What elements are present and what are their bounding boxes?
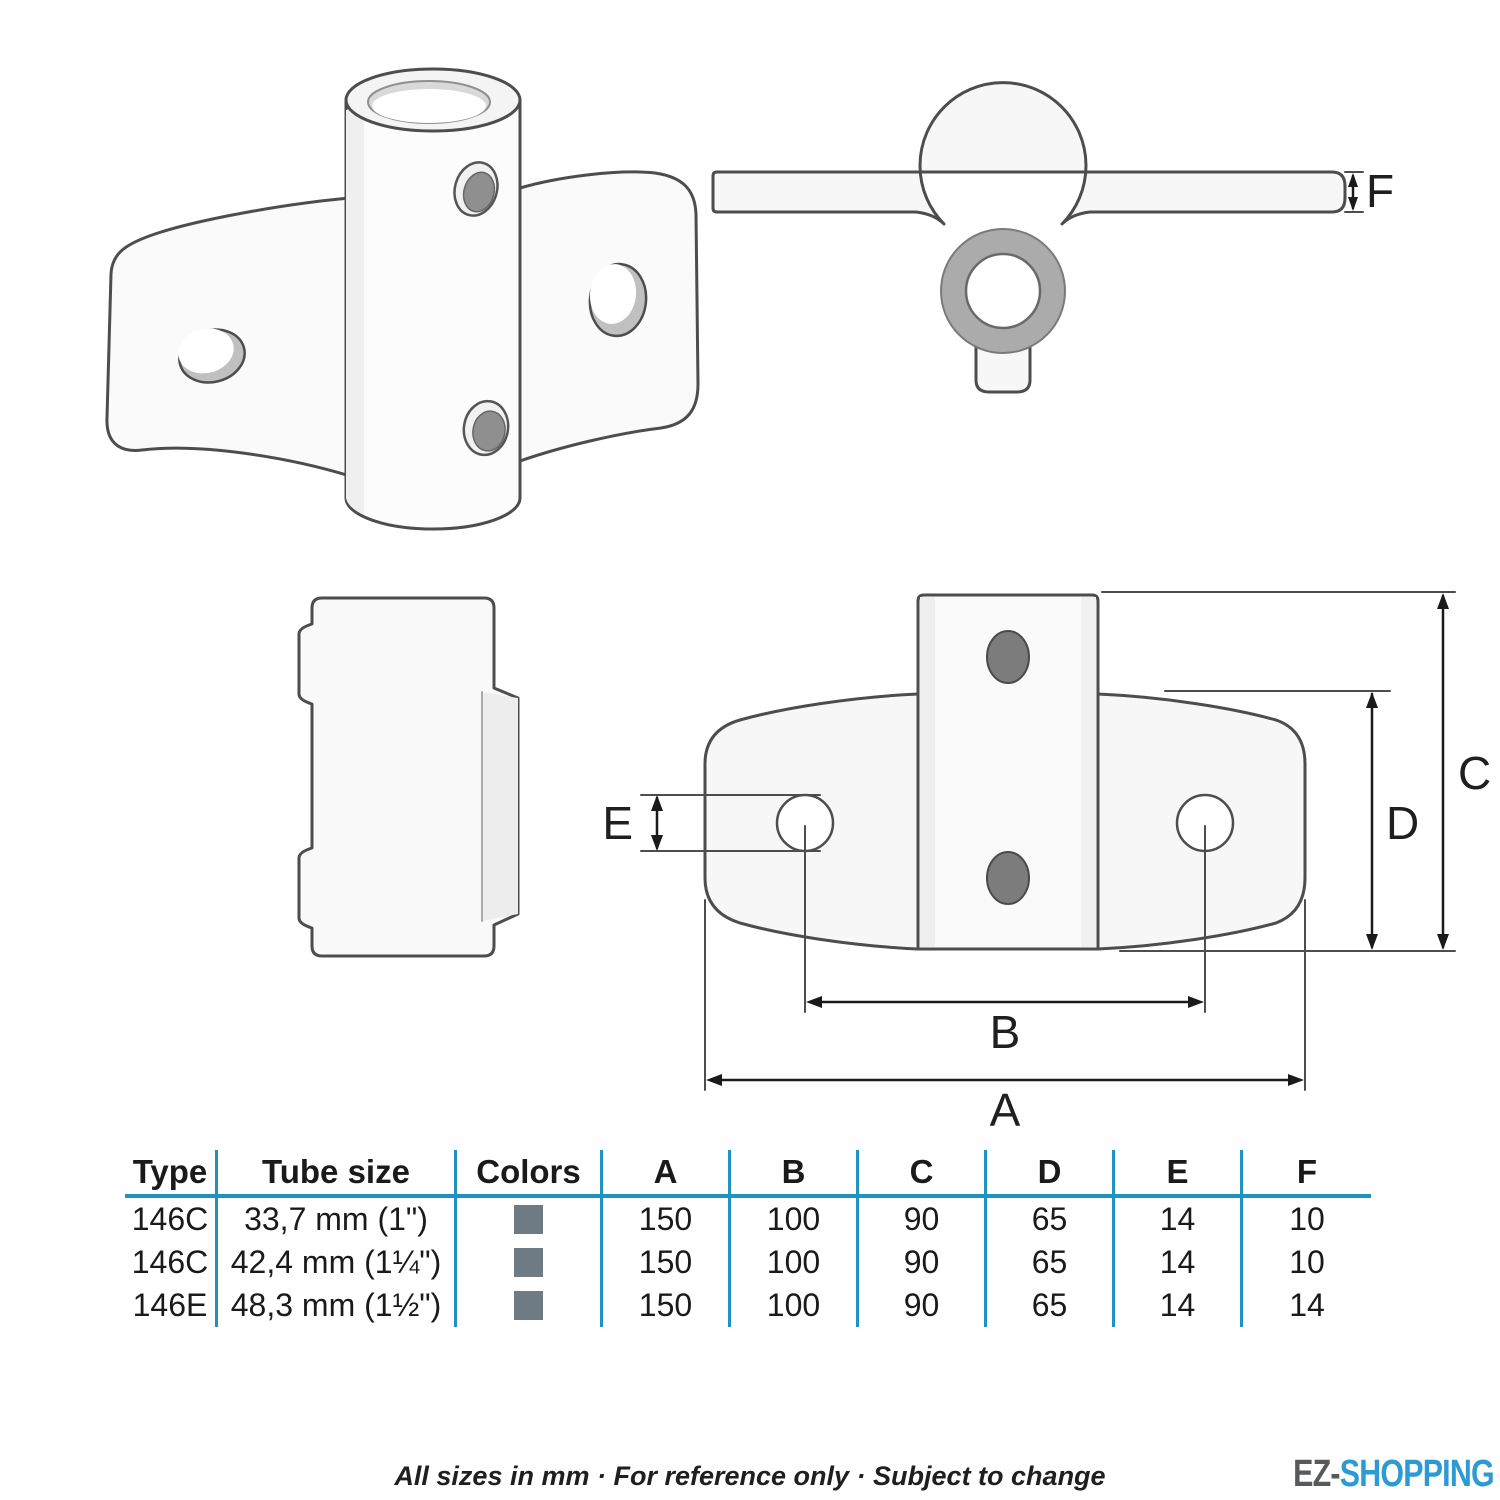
right-wing-hole-bore bbox=[589, 264, 637, 324]
view-side bbox=[297, 596, 520, 958]
front-tube-shade-right bbox=[1081, 597, 1096, 947]
tube-shading bbox=[346, 110, 364, 515]
row1-tube-size: 33,7 mm (1") bbox=[218, 1198, 457, 1241]
tube-body bbox=[344, 98, 522, 531]
footer-note: All sizes in mm · For reference only · S… bbox=[394, 1461, 1106, 1491]
col-header-c: C bbox=[859, 1150, 987, 1198]
row2-e: 14 bbox=[1115, 1241, 1243, 1284]
row2-b: 100 bbox=[731, 1241, 859, 1284]
row1-type: 146C bbox=[125, 1198, 218, 1241]
row1-a: 150 bbox=[603, 1198, 731, 1241]
logo-prefix: EZ- bbox=[1293, 1453, 1340, 1495]
color-swatch bbox=[514, 1291, 543, 1320]
row3-d: 65 bbox=[987, 1284, 1115, 1327]
col-header-b: B bbox=[731, 1150, 859, 1198]
spec-table: Type Tube size Colors A B C D E F 146C 3… bbox=[125, 1150, 1371, 1327]
row2-a: 150 bbox=[603, 1241, 731, 1284]
row3-tube-size: 48,3 mm (1½") bbox=[218, 1284, 457, 1327]
left-wing-hole-bore bbox=[178, 328, 234, 374]
dim-label-a: A bbox=[990, 1084, 1021, 1136]
row3-f: 14 bbox=[1289, 1287, 1325, 1323]
dimension-A: A bbox=[704, 899, 1306, 1136]
front-screw-hole-bottom bbox=[986, 851, 1030, 905]
color-swatch bbox=[514, 1205, 543, 1234]
front-screw-hole-top bbox=[986, 630, 1030, 684]
plate-bar-and-boss bbox=[711, 81, 1347, 226]
socket-bore bbox=[964, 252, 1042, 330]
brand-logo: EZ-SHOPPING bbox=[1293, 1453, 1494, 1496]
dim-label-b: B bbox=[990, 1006, 1021, 1058]
front-tube bbox=[916, 593, 1100, 951]
row3-colors bbox=[457, 1284, 603, 1327]
view-front: C D E B bbox=[602, 591, 1491, 1136]
row3-a: 150 bbox=[603, 1284, 731, 1327]
dimension-F: F bbox=[1344, 165, 1394, 217]
row3-e: 14 bbox=[1115, 1284, 1243, 1327]
col-header-colors: Colors bbox=[457, 1150, 603, 1198]
row1-f: 10 bbox=[1289, 1201, 1325, 1237]
logo-name: SHOPPING bbox=[1339, 1453, 1495, 1495]
dimension-C: C bbox=[1101, 591, 1491, 952]
col-header-tube-size: Tube size bbox=[218, 1150, 457, 1198]
dim-label-e: E bbox=[602, 797, 633, 849]
side-profile bbox=[297, 596, 520, 958]
row1-d: 65 bbox=[987, 1198, 1115, 1241]
screw-hole-bottom-bore bbox=[472, 410, 506, 452]
dim-label-c: C bbox=[1458, 747, 1491, 799]
row2-tube-size: 42,4 mm (1¼") bbox=[218, 1241, 457, 1284]
row1-b: 100 bbox=[731, 1198, 859, 1241]
col-header-f: F bbox=[1243, 1150, 1371, 1198]
col-header-e: E bbox=[1115, 1150, 1243, 1198]
view-3d-perspective bbox=[105, 67, 700, 531]
tube-top-bore-inner bbox=[372, 89, 486, 123]
row1-c: 90 bbox=[859, 1198, 987, 1241]
row2-f: 10 bbox=[1289, 1244, 1325, 1280]
row2-c: 90 bbox=[859, 1241, 987, 1284]
row2-d: 65 bbox=[987, 1241, 1115, 1284]
row3-type: 146E bbox=[125, 1284, 218, 1327]
dim-label-d: D bbox=[1386, 797, 1419, 849]
dim-label-f: F bbox=[1366, 165, 1394, 217]
front-tube-shade-left bbox=[920, 597, 935, 947]
screw-hole-top-bore bbox=[462, 171, 496, 213]
col-header-d: D bbox=[987, 1150, 1115, 1198]
color-swatch bbox=[514, 1248, 543, 1277]
row3-c: 90 bbox=[859, 1284, 987, 1327]
dimension-B: B bbox=[804, 825, 1206, 1058]
row3-b: 100 bbox=[731, 1284, 859, 1327]
side-plate-edge bbox=[482, 692, 518, 921]
col-header-type: Type bbox=[125, 1150, 218, 1198]
row2-colors bbox=[457, 1241, 603, 1284]
dimension-D: D bbox=[1164, 690, 1419, 950]
view-top: F bbox=[711, 81, 1394, 394]
row1-colors bbox=[457, 1198, 603, 1241]
row2-type: 146C bbox=[125, 1241, 218, 1284]
col-header-a: A bbox=[603, 1150, 731, 1198]
dimension-E: E bbox=[602, 794, 821, 852]
row1-e: 14 bbox=[1115, 1198, 1243, 1241]
